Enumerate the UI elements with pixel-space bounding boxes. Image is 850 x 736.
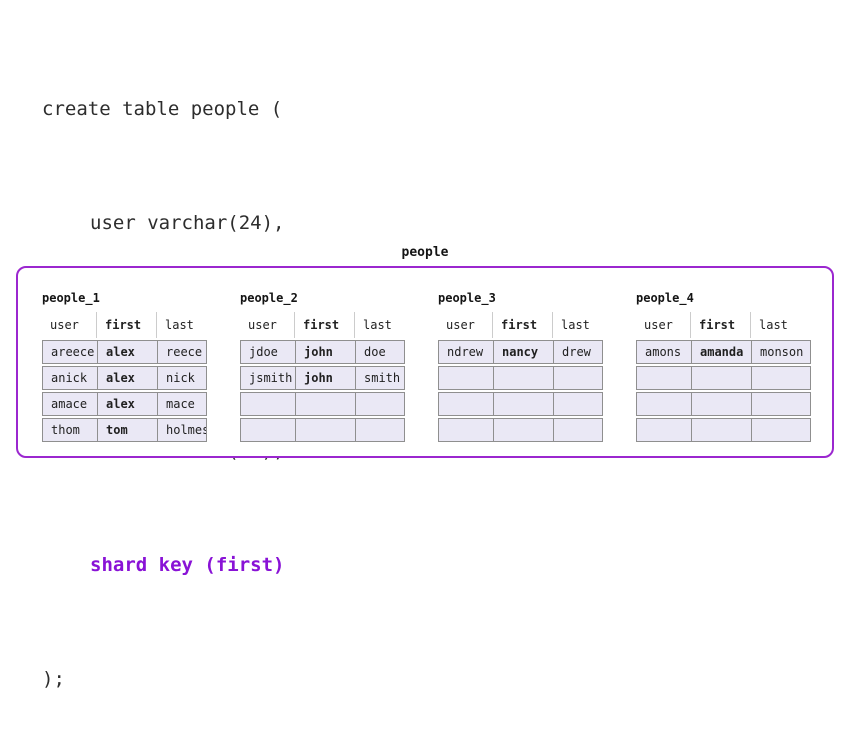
- table-row: [636, 418, 811, 442]
- cell-last: holmes: [157, 419, 206, 441]
- cell-user: [637, 419, 691, 441]
- partition-rows: areece alex reece anick alex nick amace …: [42, 340, 207, 442]
- cell-last: reece: [157, 341, 206, 363]
- table-row: jsmith john smith: [240, 366, 405, 390]
- table-row: amace alex mace: [42, 392, 207, 416]
- column-header-first: first: [492, 312, 552, 338]
- table-row: [438, 392, 603, 416]
- table-row: areece alex reece: [42, 340, 207, 364]
- cell-first: alex: [97, 393, 157, 415]
- partition-table: people_2 user first last jdoe john doe j…: [240, 291, 405, 442]
- cell-first: john: [295, 367, 355, 389]
- cell-first: john: [295, 341, 355, 363]
- cell-last: [751, 367, 810, 389]
- shard-container: people_1 user first last areece alex ree…: [16, 266, 834, 458]
- cell-first: [691, 367, 751, 389]
- table-row: [240, 418, 405, 442]
- diagram-label: people: [401, 245, 449, 260]
- partition-header-row: user first last: [42, 312, 207, 338]
- table-row: thom tom holmes: [42, 418, 207, 442]
- table-row: jdoe john doe: [240, 340, 405, 364]
- table-row: anick alex nick: [42, 366, 207, 390]
- cell-last: nick: [157, 367, 206, 389]
- cell-last: doe: [355, 341, 404, 363]
- cell-first: [493, 367, 553, 389]
- table-row: [240, 392, 405, 416]
- cell-first: [691, 419, 751, 441]
- cell-last: [553, 393, 602, 415]
- cell-user: [637, 367, 691, 389]
- cell-first: [295, 419, 355, 441]
- cell-last: [751, 393, 810, 415]
- cell-user: [439, 367, 493, 389]
- cell-user: [241, 419, 295, 441]
- table-row: ndrew nancy drew: [438, 340, 603, 364]
- column-header-first: first: [294, 312, 354, 338]
- cell-first: [691, 393, 751, 415]
- cell-first: [295, 393, 355, 415]
- code-line-shard-key: shard key (first): [90, 554, 285, 576]
- cell-first: nancy: [493, 341, 553, 363]
- column-header-last: last: [354, 312, 405, 338]
- cell-last: monson: [751, 341, 810, 363]
- partition-title: people_2: [240, 291, 298, 305]
- column-header-user: user: [248, 318, 277, 332]
- partition-header-row: user first last: [636, 312, 811, 338]
- code-line: create table people (: [42, 98, 283, 120]
- partition-rows: ndrew nancy drew: [438, 340, 603, 442]
- cell-user: areece: [51, 345, 95, 359]
- table-row: [438, 418, 603, 442]
- cell-user: amace: [51, 397, 88, 411]
- partition-header-row: user first last: [438, 312, 603, 338]
- column-header-first: first: [96, 312, 156, 338]
- column-header-first: first: [690, 312, 750, 338]
- column-header-last: last: [552, 312, 603, 338]
- cell-last: [751, 419, 810, 441]
- cell-user: ndrew: [447, 345, 484, 359]
- cell-first: alex: [97, 367, 157, 389]
- partition-table: people_1 user first last areece alex ree…: [42, 291, 207, 442]
- cell-last: drew: [553, 341, 602, 363]
- cell-user: thom: [51, 423, 80, 437]
- cell-user: [637, 393, 691, 415]
- code-line: );: [42, 668, 65, 690]
- cell-user: amons: [645, 345, 682, 359]
- cell-user: jsmith: [249, 371, 293, 385]
- table-row: [438, 366, 603, 390]
- partition-title: people_4: [636, 291, 694, 305]
- cell-last: [553, 367, 602, 389]
- table-row: amons amanda monson: [636, 340, 811, 364]
- code-line: user varchar(24),: [90, 212, 285, 234]
- column-header-last: last: [156, 312, 207, 338]
- cell-user: jdoe: [249, 345, 278, 359]
- column-header-user: user: [644, 318, 673, 332]
- cell-last: [355, 419, 404, 441]
- cell-user: [241, 393, 295, 415]
- table-row: [636, 392, 811, 416]
- cell-user: [439, 393, 493, 415]
- cell-first: [493, 419, 553, 441]
- cell-user: [439, 419, 493, 441]
- column-header-user: user: [446, 318, 475, 332]
- partition-rows: amons amanda monson: [636, 340, 811, 442]
- cell-first: tom: [97, 419, 157, 441]
- cell-last: mace: [157, 393, 206, 415]
- cell-last: [553, 419, 602, 441]
- partition-rows: jdoe john doe jsmith john smith: [240, 340, 405, 442]
- column-header-last: last: [750, 312, 811, 338]
- partition-table: people_3 user first last ndrew nancy dre…: [438, 291, 603, 442]
- cell-first: alex: [97, 341, 157, 363]
- partition-title: people_1: [42, 291, 100, 305]
- partition-title: people_3: [438, 291, 496, 305]
- table-row: [636, 366, 811, 390]
- column-header-user: user: [50, 318, 79, 332]
- cell-user: anick: [51, 371, 88, 385]
- cell-last: smith: [355, 367, 404, 389]
- partition-table: people_4 user first last amons amanda mo…: [636, 291, 811, 442]
- cell-last: [355, 393, 404, 415]
- cell-first: [493, 393, 553, 415]
- cell-first: amanda: [691, 341, 751, 363]
- partition-header-row: user first last: [240, 312, 405, 338]
